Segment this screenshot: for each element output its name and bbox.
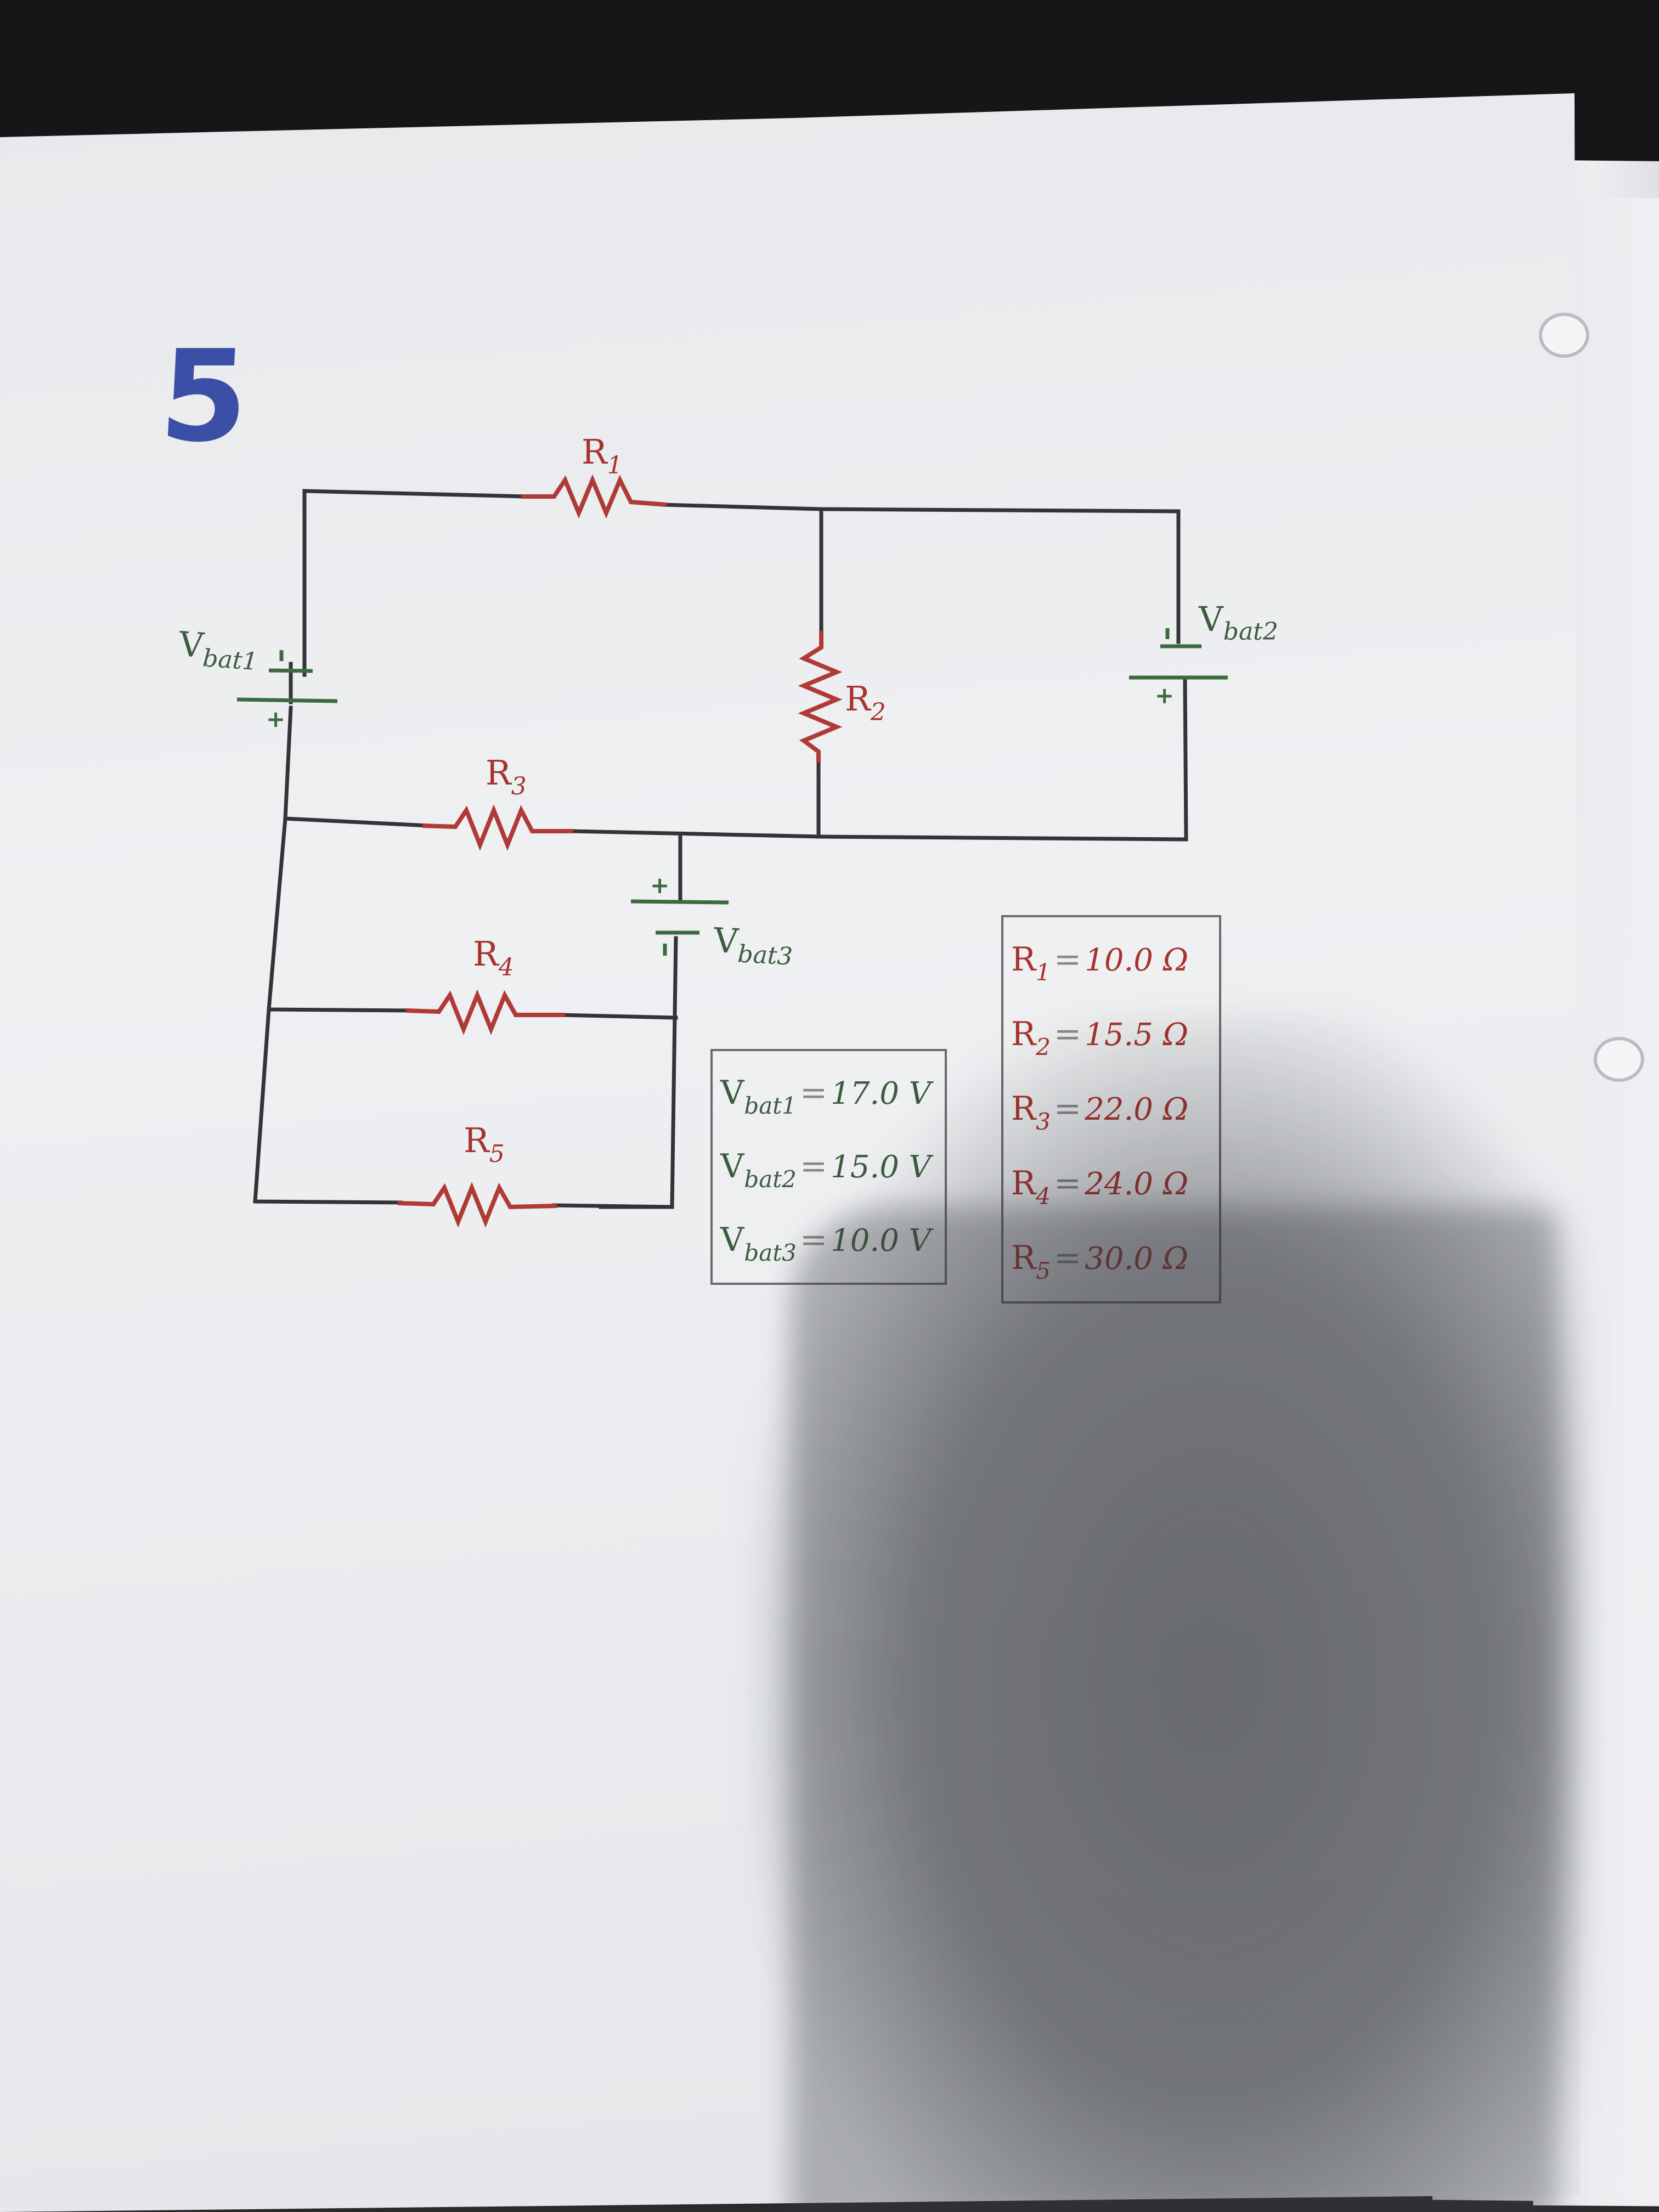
resistance-value: 22.0 Ω xyxy=(1085,1092,1189,1127)
resistance-row-subscript: 4 xyxy=(1036,1183,1051,1210)
resistor-r5 xyxy=(397,1182,557,1228)
voltage-values-box: Vbat1=17.0 V Vbat2=15.0 V Vbat3=10.0 V xyxy=(710,1049,947,1285)
resistance-row-subscript: 1 xyxy=(1036,959,1051,986)
label-r5: R5 xyxy=(464,1120,505,1168)
voltage-value: 15.0 V xyxy=(831,1149,932,1185)
equals-sign: = xyxy=(1053,1015,1082,1053)
binder-hole-middle xyxy=(1594,1037,1644,1082)
resistance-value: 10.0 Ω xyxy=(1085,943,1189,978)
battery-vbat1: + xyxy=(236,650,338,732)
wire-left-rail xyxy=(253,816,403,1205)
resistor-r2 xyxy=(798,631,843,763)
resistance-value: 15.5 Ω xyxy=(1085,1017,1189,1053)
voltage-row-symbol: V xyxy=(720,1221,744,1259)
label-r2: R2 xyxy=(845,679,886,726)
label-vbat1: Vbat1 xyxy=(177,624,259,676)
voltage-row-subscript: bat2 xyxy=(744,1166,797,1193)
vbat3-plus-sign: + xyxy=(650,872,669,899)
label-vbat3: Vbat3 xyxy=(712,920,794,971)
resistance-row-symbol: R xyxy=(1011,1090,1036,1128)
resistance-row-symbol: R xyxy=(1011,940,1036,979)
wire-r4-left xyxy=(267,1007,414,1013)
resistance-value: 30.0 Ω xyxy=(1085,1241,1189,1277)
voltage-value: 10.0 V xyxy=(831,1223,932,1259)
wire-r4-right xyxy=(557,1013,678,1020)
voltage-row-symbol: V xyxy=(720,1074,744,1112)
wire-top-segment-1 xyxy=(302,489,529,499)
voltage-row-symbol: V xyxy=(720,1147,744,1186)
resistance-row-r2: R2=15.5 Ω xyxy=(1011,998,1211,1073)
resistance-row-r3: R3=22.0 Ω xyxy=(1011,1073,1211,1148)
wire-r3-left xyxy=(283,816,430,828)
resistance-values-box: R1=10.0 Ω R2=15.5 Ω R3=22.0 Ω R4=24.0 Ω … xyxy=(1001,915,1221,1304)
equals-sign: = xyxy=(799,1147,828,1186)
equals-sign: = xyxy=(1053,1090,1082,1128)
voltage-value: 17.0 V xyxy=(831,1076,932,1111)
resistance-row-subscript: 2 xyxy=(1036,1034,1051,1060)
voltage-row-vbat2: Vbat2=15.0 V xyxy=(720,1131,937,1205)
resistance-row-subscript: 3 xyxy=(1036,1108,1051,1135)
resistance-row-symbol: R xyxy=(1011,1164,1036,1203)
voltage-row-subscript: bat3 xyxy=(744,1239,797,1266)
resistor-r1 xyxy=(521,474,667,519)
label-vbat2: Vbat2 xyxy=(1198,599,1278,646)
label-r3: R3 xyxy=(486,753,527,800)
wire-r3-right xyxy=(568,829,1188,842)
resistance-row-subscript: 5 xyxy=(1036,1257,1051,1284)
resistance-row-r1: R1=10.0 Ω xyxy=(1011,924,1211,998)
label-r1: R1 xyxy=(582,432,623,479)
binder-hole-top xyxy=(1539,313,1589,358)
vbat1-plus-sign: + xyxy=(266,706,285,732)
resistance-row-r5: R5=30.0 Ω xyxy=(1011,1222,1211,1297)
equals-sign: = xyxy=(1053,940,1082,979)
wire-r5-right xyxy=(552,1203,673,1209)
wire-left-mid-vertical xyxy=(283,706,293,821)
resistance-row-r4: R4=24.0 Ω xyxy=(1011,1148,1211,1222)
resistance-row-symbol: R xyxy=(1011,1239,1036,1277)
vbat2-plus-sign: + xyxy=(1155,682,1174,709)
label-r4: R4 xyxy=(473,934,514,981)
battery-vbat2: + xyxy=(1129,628,1228,709)
resistor-r3 xyxy=(422,804,573,851)
equals-sign: = xyxy=(799,1221,828,1259)
resistance-row-symbol: R xyxy=(1011,1015,1036,1053)
equals-sign: = xyxy=(799,1074,828,1112)
voltage-row-subscript: bat1 xyxy=(744,1092,797,1119)
battery-vbat3: + xyxy=(630,872,729,956)
resistor-r4 xyxy=(405,989,565,1035)
wire-top-segment-2 xyxy=(662,503,1181,644)
resistance-value: 24.0 Ω xyxy=(1085,1166,1189,1202)
voltage-row-vbat3: Vbat3=10.0 V xyxy=(720,1205,937,1278)
voltage-row-vbat1: Vbat1=17.0 V xyxy=(720,1058,937,1131)
wire-vbat2-bottom xyxy=(1183,678,1188,842)
equals-sign: = xyxy=(1053,1164,1082,1203)
equals-sign: = xyxy=(1053,1239,1082,1277)
wire-vbat3-bottom xyxy=(599,936,678,1209)
circuit-wires xyxy=(253,489,1188,1209)
